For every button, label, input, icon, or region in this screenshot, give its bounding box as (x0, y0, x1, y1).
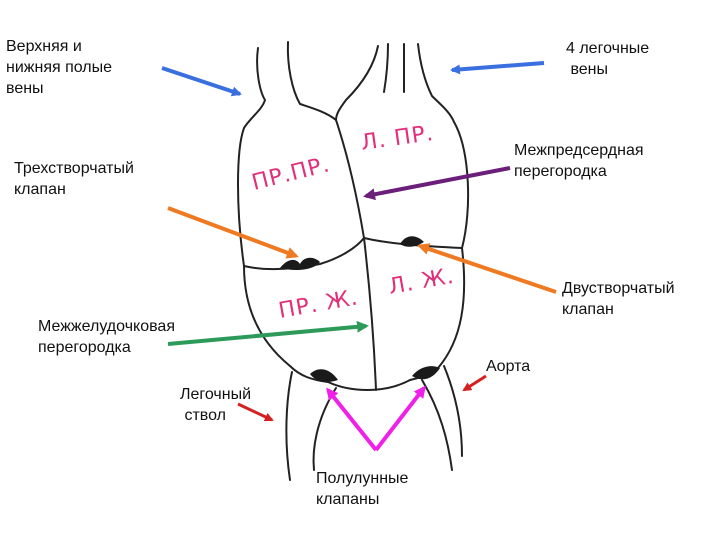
valves (280, 236, 440, 382)
tricuspid-valve-label: Трехстворчатый клапан (14, 160, 134, 198)
ventricular-septum-arrow (167, 320, 369, 346)
ventricular-septum-line (363, 237, 377, 391)
semilunar-arrow-left (326, 387, 378, 452)
aorta-arrow (462, 374, 487, 392)
aorta-vessel (421, 379, 453, 471)
atrial-septum-line (335, 119, 365, 239)
vena-cava-label: Верхняя и нижняя полые вены (6, 38, 113, 97)
semilunar-valves-label: Полулунные клапаны (316, 470, 409, 508)
right-ventricle-label: ПР. Ж. (277, 285, 361, 324)
heart-outline (237, 41, 470, 481)
pulmonary-trunk-vessel (285, 371, 293, 481)
pulmonary-veins-arrow (450, 61, 545, 75)
vena-cava-arrow (161, 66, 242, 97)
left-atrium-label: Л. ПР. (359, 121, 435, 156)
pulmonary-veins-label: 4 легочные вены (566, 40, 650, 78)
right-atrium-label: ПР.ПР. (249, 152, 332, 196)
semilunar-arrow-right (374, 385, 426, 452)
aortic-valve-shape (412, 366, 440, 380)
pulmonary-trunk-label: Легочный ствол (180, 386, 252, 424)
mitral-valve-label: Двустворчатый клапан (562, 280, 675, 318)
ventricular-septum-label: Межжелудочковая перегородка (38, 318, 175, 356)
atrial-septum-label: Межпредсердная перегородка (514, 142, 644, 180)
pulmonary-valve-shape (310, 369, 338, 382)
atrial-septum-arrow (363, 166, 511, 201)
tricuspid-valve-shape (280, 257, 320, 270)
pulmonary-trunk-arrow (237, 402, 274, 422)
pulmonary-veins-vessel (335, 45, 379, 121)
vena-cava-vessel (243, 47, 266, 129)
mitral-valve-arrow (417, 243, 557, 294)
tricuspid-valve-arrow (167, 206, 299, 259)
left-ventricle-label: Л. Ж. (387, 264, 457, 300)
aorta-label: Аорта (486, 358, 531, 375)
